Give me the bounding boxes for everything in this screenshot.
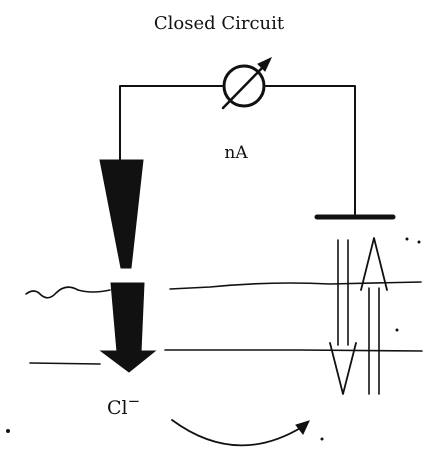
ion-charge: − (128, 392, 141, 410)
electrode-upper (99, 159, 144, 269)
circuit-wires (119, 85, 356, 215)
membrane-upper (25, 281, 422, 299)
membrane-lower (29, 349, 423, 365)
scan-specks (6, 237, 421, 441)
diagram-title: Closed Circuit (154, 13, 285, 34)
meter-label: nA (224, 143, 248, 163)
ammeter-icon (221, 56, 273, 110)
electrode-lower (110, 282, 145, 353)
ion-symbol: Cl (107, 397, 128, 419)
ion-label: Cl− (107, 392, 140, 419)
current-arrow-up-icon (360, 237, 388, 395)
electrode-tip-icon (99, 350, 157, 373)
current-arrow-icon (171, 419, 310, 447)
current-arrow-down-icon (329, 239, 357, 395)
